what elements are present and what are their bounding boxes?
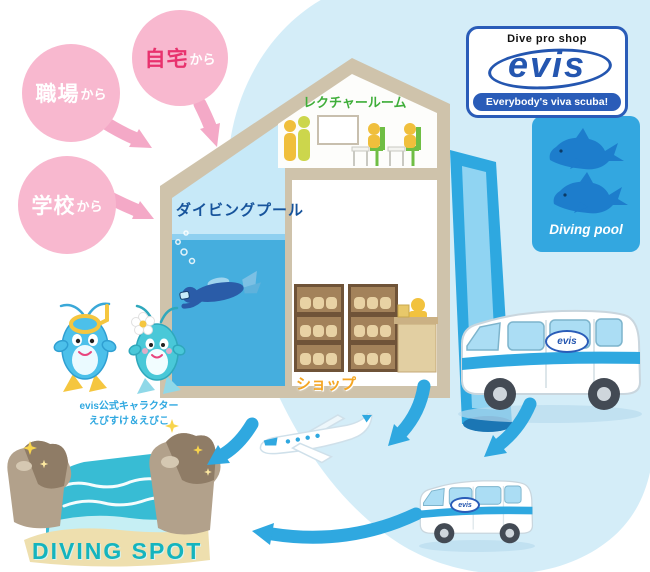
service-counter	[394, 298, 438, 373]
pool-label: ダイビングプール	[176, 202, 305, 219]
mascot-ebiko	[128, 304, 186, 394]
van-large-logo: evis	[545, 330, 589, 353]
snorkel-icon	[97, 304, 109, 326]
origin-workplace-suffix: から	[80, 86, 107, 102]
origin-home-suffix: から	[189, 51, 216, 67]
arrow-from-home	[193, 97, 220, 147]
evis-logo: Dive pro shop evis Everybody's viva scub…	[466, 26, 628, 118]
shop-label: ショップ	[296, 376, 357, 393]
diver-illustration	[179, 270, 261, 309]
origin-bubble-school: 学校から	[18, 156, 116, 254]
airplane	[259, 412, 373, 464]
diving-spot-label: DIVING SPOT	[32, 538, 203, 564]
origin-school-suffix: から	[76, 198, 103, 214]
origin-home-label: 自宅	[144, 48, 189, 71]
lecture-room-scene	[284, 115, 421, 166]
logo-brand: evis	[507, 44, 587, 85]
arrow-van-to-plane	[484, 397, 537, 457]
lecture-room-label: レクチャールーム	[303, 95, 407, 110]
dolphin-banner	[532, 116, 640, 252]
van-small-shadow	[419, 540, 535, 552]
origin-workplace-label: 職場	[35, 83, 80, 106]
diving-spot-scene	[7, 419, 221, 567]
pool-water-surface	[172, 234, 285, 240]
pool-bubbles	[175, 230, 196, 265]
whiteboard	[317, 115, 359, 145]
origin-school-label: 学校	[31, 195, 76, 218]
arrow-to-diving-spot	[207, 417, 259, 465]
rocks-right	[149, 433, 221, 535]
logo-slogan: Everybody's viva scuba!	[473, 93, 621, 111]
mascot-caption: evis公式キャラクター えびすけ＆えびこ	[44, 400, 214, 429]
mascot-caption-line1: evis公式キャラクター	[79, 401, 179, 412]
van-small-logo: evis	[450, 497, 480, 513]
pool-water	[172, 234, 285, 386]
mascot-ebisuke	[53, 302, 117, 392]
origin-bubble-workplace: 職場から	[22, 44, 120, 142]
arrow-van-to-spot	[252, 507, 423, 545]
origin-bubble-home: 自宅から	[132, 10, 228, 106]
logo-brand-wrap: evis	[469, 44, 625, 94]
arrow-shop-to-plane	[388, 379, 431, 446]
van-large-shadow	[458, 405, 642, 423]
flower-icon	[131, 312, 155, 335]
shop-shelves	[294, 284, 398, 372]
logo-shop-type: Dive pro shop	[507, 33, 587, 45]
mascot-caption-line2: えびすけ＆えびこ	[89, 415, 169, 427]
beach-sand	[24, 526, 210, 567]
pool-banner-label: Diving pool	[549, 222, 623, 237]
arrow-from-workplace	[97, 115, 152, 148]
